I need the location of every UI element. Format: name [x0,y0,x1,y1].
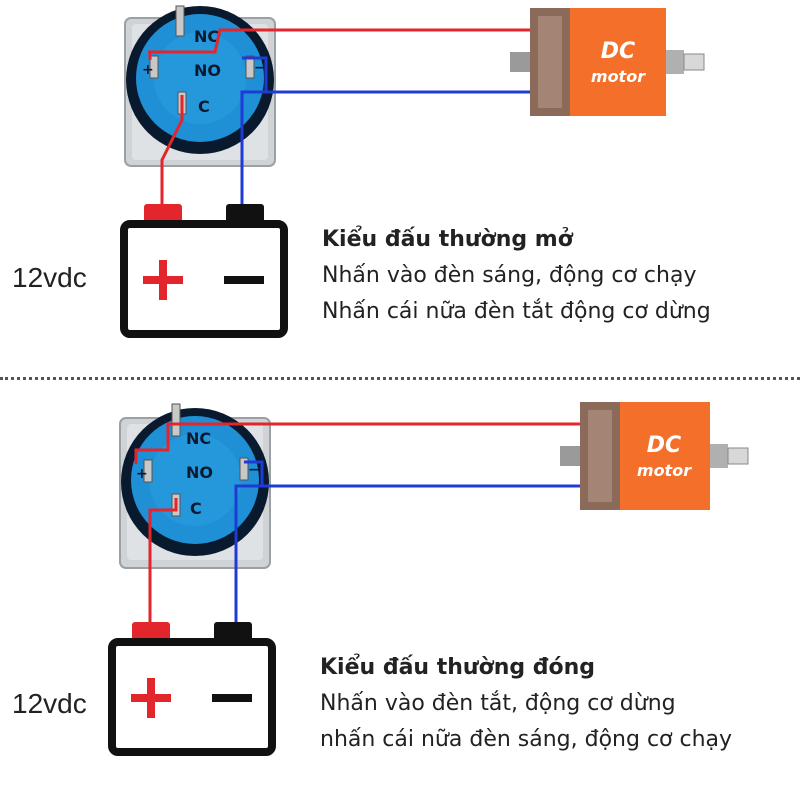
blue-wire [234,484,580,622]
red-wire-lamp [134,422,580,464]
red-wire-lamp [148,28,530,54]
nc-label: NC [186,429,211,448]
red-wire [148,498,178,622]
motor-label-dc: DC [647,433,681,458]
no-label: NO [194,61,221,80]
no-label: NO [186,463,213,482]
c-label: C [198,97,210,116]
caption-2-line1: Nhấn vào đèn tắt, động cơ dừng [320,691,676,716]
red-wire [160,95,184,205]
motor-label-dc: DC [601,39,635,64]
caption-1-line2: Nhấn cái nữa đèn tắt động cơ dừng [322,299,711,324]
dc-motor: DC motor [560,402,749,510]
caption-2-line2: nhấn cái nữa đèn sáng, động cơ chạy [320,727,733,752]
dc-motor: DC motor [510,8,705,116]
section-2-diagram: + − NC NO C DC motor [108,402,749,756]
caption-1-title: Kiểu đấu thường mở [322,227,573,252]
blue-wire-link [244,460,264,486]
push-button-switch: + − NC NO C [124,5,276,167]
voltage-label-2: 12vdc [12,688,87,719]
battery [120,204,288,338]
svg-text:−: − [248,462,260,478]
wires-section-2 [134,422,580,622]
motor-label-motor: motor [591,67,646,86]
nc-label: NC [194,27,219,46]
motor-label-motor: motor [637,461,692,480]
caption-2: Kiểu đấu thường đóng Nhấn vào đèn tắt, đ… [320,650,732,758]
push-button-switch: + − NC NO C [119,403,271,569]
svg-text:+: + [142,62,154,78]
blue-wire [240,90,530,205]
divider [0,377,800,380]
svg-text:−: − [254,60,266,76]
svg-text:+: + [136,466,148,482]
wires-section-1 [148,28,530,205]
caption-1-line1: Nhấn vào đèn sáng, động cơ chạy [322,263,697,288]
c-label: C [190,499,202,518]
blue-wire-link [242,56,268,92]
caption-2-title: Kiểu đấu thường đóng [320,655,596,680]
voltage-label-1: 12vdc [12,262,87,293]
section-1-diagram: + − NC NO C DC motor [120,5,705,338]
battery [108,622,276,756]
caption-1: Kiểu đấu thường mở Nhấn vào đèn sáng, độ… [322,222,711,330]
